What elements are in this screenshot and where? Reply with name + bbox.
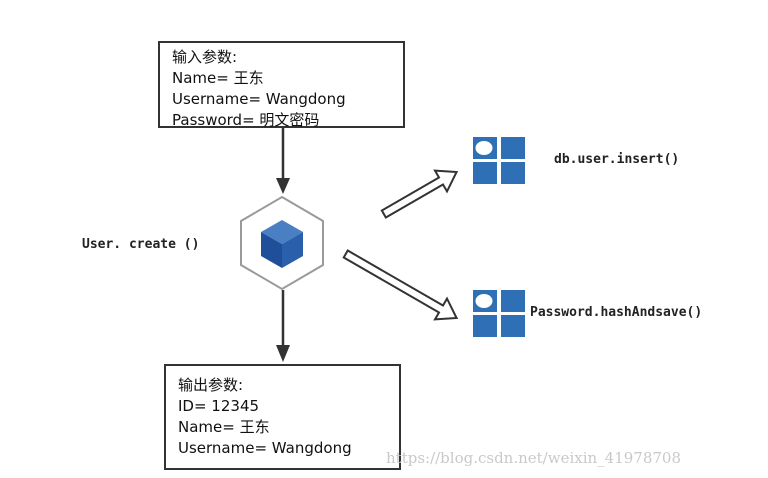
output-param-id: ID= 12345 [178, 397, 260, 415]
grid-module-icon [473, 137, 525, 184]
arrow-down-top [276, 128, 290, 194]
hollow-arrow-hash [342, 249, 459, 321]
output-params-title: 输出参数: [178, 376, 244, 394]
input-param-username: Username= Wangdong [172, 90, 346, 108]
input-param-password: Password= 明文密码 [172, 111, 320, 129]
watermark: https://blog.csdn.net/weixin_41978708 [386, 449, 682, 467]
hash-and-save-label: Password.hashAndsave() [530, 305, 703, 320]
input-params-box: 输入参数: Name= 王东 Username= Wangdong Passwo… [158, 41, 405, 129]
input-params-title: 输入参数: [172, 48, 238, 66]
user-create-label: User. create () [82, 237, 200, 252]
output-param-username: Username= Wangdong [178, 439, 352, 457]
cube-in-hexagon-icon [240, 195, 324, 291]
output-params-box: 输出参数: ID= 12345 Name= 王东 Username= Wangd… [164, 364, 401, 470]
arrow-down-bottom [276, 290, 290, 362]
grid-module-icon [473, 290, 525, 337]
output-param-name: Name= 王东 [178, 418, 270, 436]
hollow-arrow-insert [380, 169, 459, 219]
db-insert-label: db.user.insert() [554, 152, 680, 167]
input-param-name: Name= 王东 [172, 69, 264, 87]
